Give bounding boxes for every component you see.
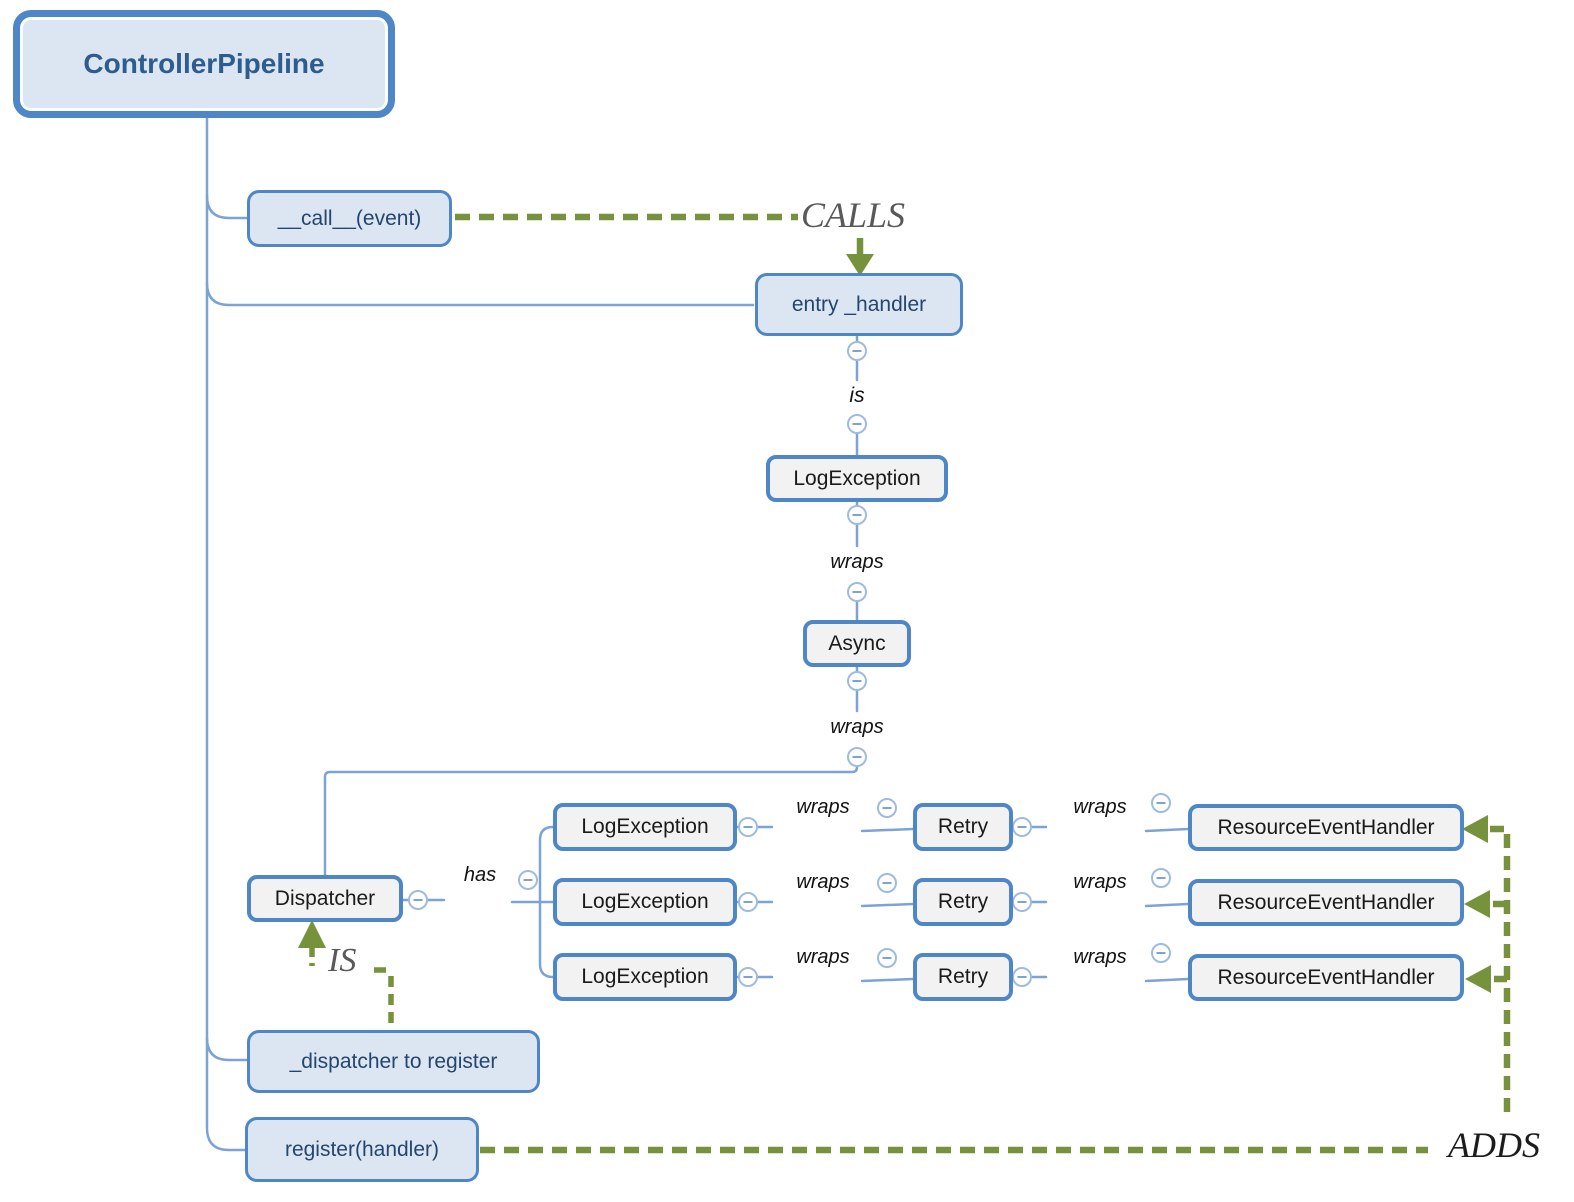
edge-label-has: has xyxy=(463,864,497,886)
collapse-minus-icon[interactable] xyxy=(1151,868,1171,888)
edge-label-wraps: wraps xyxy=(830,716,884,738)
collapse-minus-icon[interactable] xyxy=(847,341,867,361)
node-controller-pipeline[interactable]: ControllerPipeline xyxy=(13,10,395,118)
edge-label-wraps: wraps xyxy=(1073,796,1127,818)
node-retry-row[interactable]: Retry xyxy=(913,878,1013,926)
row-connector xyxy=(1144,827,1190,833)
elbow-to-call xyxy=(205,194,249,220)
edge-label-wraps: wraps xyxy=(1073,946,1127,968)
collapse-minus-icon[interactable] xyxy=(518,870,538,890)
node-async[interactable]: Async xyxy=(803,620,911,667)
collapse-minus-icon[interactable] xyxy=(1012,817,1032,837)
collapse-minus-icon[interactable] xyxy=(877,798,897,818)
node-log-exception-main[interactable]: LogException xyxy=(766,455,948,502)
collapse-minus-icon[interactable] xyxy=(847,414,867,434)
node-call-event[interactable]: __call__(event) xyxy=(247,190,452,247)
edge-label-wraps: wraps xyxy=(1073,871,1127,893)
collapse-minus-icon[interactable] xyxy=(877,948,897,968)
row-connector xyxy=(1144,977,1190,983)
edge-label-is: is xyxy=(849,384,865,407)
relation-lines xyxy=(298,213,1511,1154)
node-log-exception-row[interactable]: LogException xyxy=(553,953,737,1001)
collapse-minus-icon[interactable] xyxy=(738,967,758,987)
edge-label-wraps: wraps xyxy=(796,871,850,893)
collapse-minus-icon[interactable] xyxy=(847,505,867,525)
collapse-minus-icon[interactable] xyxy=(1012,892,1032,912)
collapse-minus-icon[interactable] xyxy=(847,747,867,767)
relation-label-calls: CALLS xyxy=(801,195,906,235)
node-dispatcher-to-register[interactable]: _dispatcher to register xyxy=(247,1030,540,1093)
trunk-line xyxy=(205,116,247,1152)
calls-arrowhead-icon xyxy=(846,254,874,276)
tree-connector-lines xyxy=(205,116,1190,1152)
node-register-handler[interactable]: register(handler) xyxy=(245,1117,479,1182)
adds-arrowhead-icon xyxy=(1462,815,1488,843)
adds-vertical-dashed-line xyxy=(1489,825,1511,1112)
node-entry-handler[interactable]: entry _handler xyxy=(755,273,963,336)
collapse-minus-icon[interactable] xyxy=(408,890,428,910)
edge-label-wraps: wraps xyxy=(796,946,850,968)
collapse-minus-icon[interactable] xyxy=(847,671,867,691)
edge-label-wraps: wraps xyxy=(830,551,884,573)
collapse-minus-icon[interactable] xyxy=(1151,793,1171,813)
row-connector xyxy=(860,977,915,983)
row-connector xyxy=(860,902,915,908)
elbow-to-dispatcher-field xyxy=(205,1036,249,1062)
row-connector xyxy=(860,827,915,833)
collapse-minus-icon[interactable] xyxy=(738,892,758,912)
node-retry-row[interactable]: Retry xyxy=(913,803,1013,851)
node-retry-row[interactable]: Retry xyxy=(913,953,1013,1001)
has-bracket xyxy=(538,825,555,979)
collapse-minus-icon[interactable] xyxy=(847,582,867,602)
node-log-exception-row[interactable]: LogException xyxy=(553,878,737,926)
relation-label-is: IS xyxy=(328,942,357,979)
collapse-minus-icon[interactable] xyxy=(738,817,758,837)
node-resource-event-handler-row[interactable]: ResourceEventHandler xyxy=(1188,804,1464,851)
collapse-minus-icon[interactable] xyxy=(1151,943,1171,963)
collapse-minus-icon[interactable] xyxy=(877,873,897,893)
adds-arrowhead-icon xyxy=(1464,890,1490,918)
collapse-icons-group xyxy=(408,341,1171,987)
row-connector xyxy=(1144,902,1190,908)
relation-label-adds: ADDS xyxy=(1448,1125,1540,1165)
node-resource-event-handler-row[interactable]: ResourceEventHandler xyxy=(1188,954,1464,1001)
node-dispatcher[interactable]: Dispatcher xyxy=(247,875,403,922)
is-arrowhead-icon xyxy=(298,920,326,948)
adds-arrowhead-icon xyxy=(1465,965,1491,993)
branch-to-dispatcher xyxy=(323,764,859,877)
edge-label-wraps: wraps xyxy=(796,796,850,818)
collapse-minus-icon[interactable] xyxy=(1012,967,1032,987)
elbow-to-entry-handler xyxy=(205,281,755,307)
node-resource-event-handler-row[interactable]: ResourceEventHandler xyxy=(1188,879,1464,926)
node-log-exception-row[interactable]: LogException xyxy=(553,803,737,851)
